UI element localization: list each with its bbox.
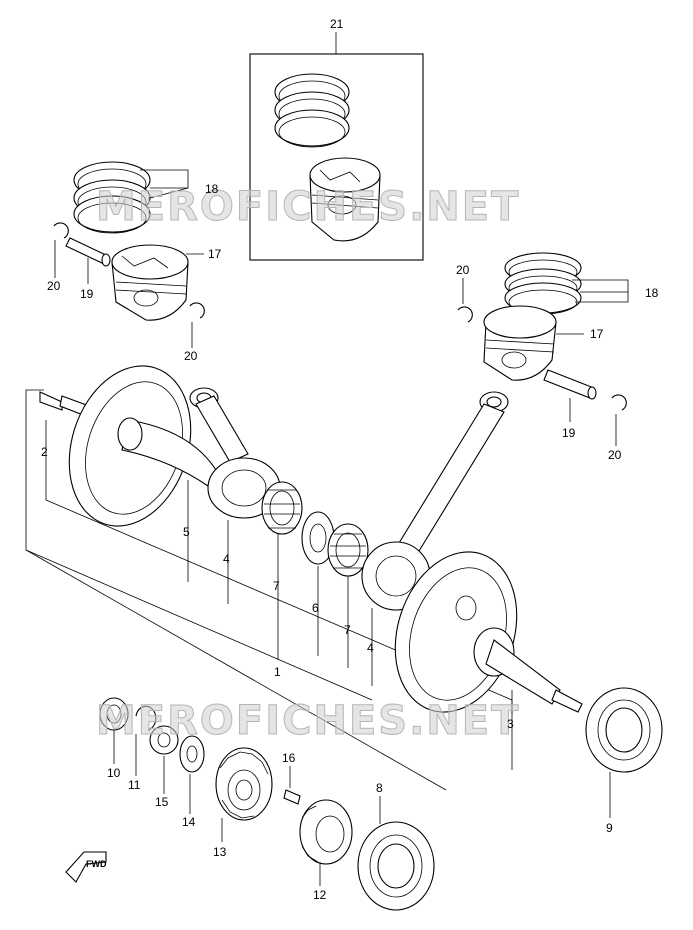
label-20-left-upper: 20 [47, 279, 61, 293]
label-15: 15 [155, 795, 169, 809]
right-piston[interactable] [483, 305, 557, 381]
crank-shim[interactable] [301, 511, 335, 565]
label-20-right-upper: 20 [456, 263, 470, 277]
label-14: 14 [182, 815, 196, 829]
label-16: 16 [282, 751, 296, 765]
needle-bearing-left[interactable] [261, 481, 303, 535]
label-13: 13 [213, 845, 227, 859]
left-piston[interactable] [111, 244, 189, 321]
label-11: 11 [128, 778, 141, 792]
crank-gear-12[interactable] [299, 799, 353, 865]
label-1: 1 [274, 665, 281, 679]
label-18-left: 18 [205, 182, 219, 196]
label-2: 2 [41, 445, 48, 459]
label-8: 8 [376, 781, 383, 795]
right-crank-web[interactable] [375, 536, 583, 728]
kit-piston[interactable] [309, 157, 381, 242]
label-5: 5 [183, 525, 190, 539]
label-10: 10 [107, 766, 121, 780]
circlip-right-upper[interactable] [457, 306, 473, 323]
gear-nut[interactable] [149, 725, 179, 755]
label-12: 12 [313, 888, 327, 902]
watermark-bottom: MEROFICHES.NET [96, 698, 520, 744]
label-19-left: 19 [80, 287, 94, 301]
label-4-left: 4 [223, 552, 230, 566]
main-bearing-right[interactable] [585, 687, 663, 773]
label-3: 3 [507, 717, 514, 731]
forward-arrow-icon: FWD [65, 851, 107, 883]
piston-kit-box [249, 32, 424, 261]
right-piston-pin[interactable] [543, 369, 597, 400]
circlip-left-upper[interactable] [53, 222, 69, 239]
label-7-right: 7 [344, 623, 351, 637]
label-21: 21 [330, 17, 344, 31]
needle-bearing-right[interactable] [327, 523, 369, 577]
label-17-left: 17 [208, 247, 222, 261]
circlip-11[interactable] [135, 705, 157, 731]
label-20-left-lower: 20 [184, 349, 198, 363]
main-bearing-left[interactable] [357, 821, 435, 911]
watermark-top: MEROFICHES.NET [96, 184, 520, 230]
svg-text:FWD: FWD [86, 859, 107, 869]
label-17-right: 17 [590, 327, 604, 341]
washer-14[interactable] [179, 735, 205, 773]
label-9: 9 [606, 821, 613, 835]
label-18-right: 18 [645, 286, 659, 300]
label-7-left: 7 [273, 579, 280, 593]
kit-piston-rings[interactable] [274, 73, 350, 148]
left-piston-rings[interactable] [73, 161, 151, 234]
left-crank-web[interactable] [39, 350, 217, 542]
circlip-right-lower[interactable] [611, 394, 627, 411]
circlip-left-lower[interactable] [189, 302, 205, 319]
label-20-right-lower: 20 [608, 448, 622, 462]
right-connecting-rod[interactable] [361, 391, 509, 611]
left-piston-pin[interactable] [65, 237, 111, 267]
primary-drive-gear[interactable] [215, 747, 273, 821]
right-piston-rings[interactable] [504, 252, 582, 315]
woodruff-key[interactable] [283, 789, 301, 805]
label-19-right: 19 [562, 426, 576, 440]
label-4-right: 4 [367, 641, 374, 655]
label-6: 6 [312, 601, 319, 615]
